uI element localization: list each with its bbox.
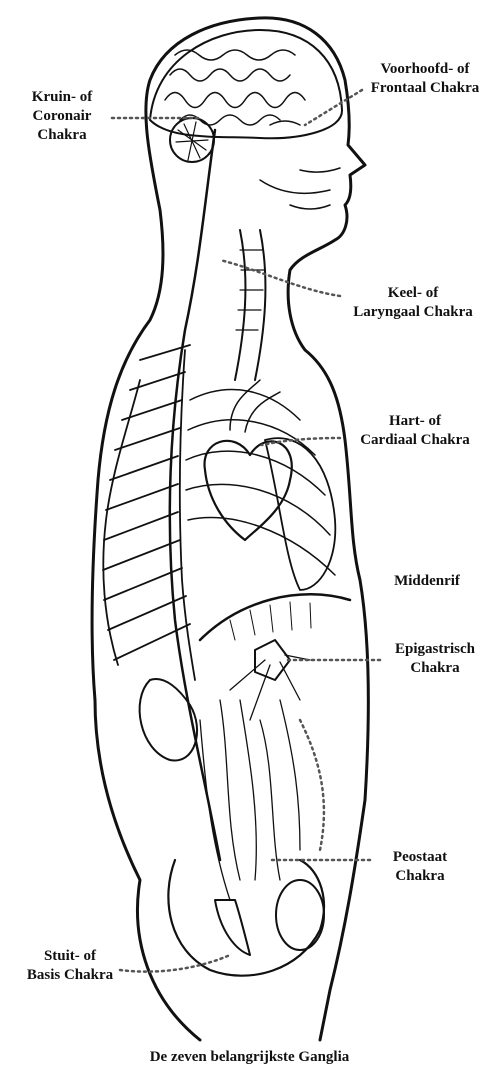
label-prostate-line-2: Chakra	[365, 867, 475, 886]
ribs	[186, 390, 335, 575]
label-base-line-1: Stuit- of	[10, 947, 130, 966]
label-crown-line-2: Coronair	[12, 107, 112, 126]
label-brow-line-2: Frontaal Chakra	[355, 79, 495, 98]
label-crown-line-3: Chakra	[12, 126, 112, 145]
diaphragm	[200, 594, 350, 640]
label-throat-chakra: Keel- of Laryngaal Chakra	[330, 284, 496, 322]
label-heart-chakra: Hart- of Cardiaal Chakra	[340, 412, 490, 450]
label-brow-chakra: Voorhoofd- of Frontaal Chakra	[355, 60, 495, 98]
vertebral-column	[103, 345, 195, 680]
spinal-cord	[170, 130, 220, 860]
label-diaphragm-text: Middenrif	[372, 572, 482, 591]
label-crown-line-1: Kruin- of	[12, 88, 112, 107]
label-base-line-2: Basis Chakra	[10, 966, 130, 985]
label-solar-line-1: Epigastrisch	[375, 640, 495, 659]
bladder	[276, 880, 324, 950]
label-solar-line-2: Chakra	[375, 659, 495, 678]
figure-caption: De zeven belangrijkste Ganglia	[0, 1049, 499, 1066]
label-throat-line-2: Laryngaal Chakra	[330, 303, 496, 322]
label-heart-line-2: Cardiaal Chakra	[340, 431, 490, 450]
sacrum	[215, 900, 250, 955]
label-prostate-line-1: Peostaat	[365, 848, 475, 867]
label-diaphragm: Middenrif	[372, 572, 482, 591]
face-details	[260, 121, 340, 209]
label-base-chakra: Stuit- of Basis Chakra	[10, 947, 130, 985]
brain-folds	[165, 50, 305, 125]
solar-plexus	[255, 640, 290, 680]
label-brow-line-1: Voorhoofd- of	[355, 60, 495, 79]
label-solar-chakra: Epigastrisch Chakra	[375, 640, 495, 678]
trachea	[235, 230, 265, 380]
label-throat-line-1: Keel- of	[330, 284, 496, 303]
heart	[205, 441, 292, 540]
leader-lines	[112, 90, 380, 972]
kidney	[140, 679, 197, 760]
pelvis	[168, 860, 324, 976]
label-crown-chakra: Kruin- of Coronair Chakra	[12, 88, 112, 145]
nerve-branches	[200, 700, 300, 900]
label-prostate-chakra: Peostaat Chakra	[365, 848, 475, 886]
label-heart-line-1: Hart- of	[340, 412, 490, 431]
